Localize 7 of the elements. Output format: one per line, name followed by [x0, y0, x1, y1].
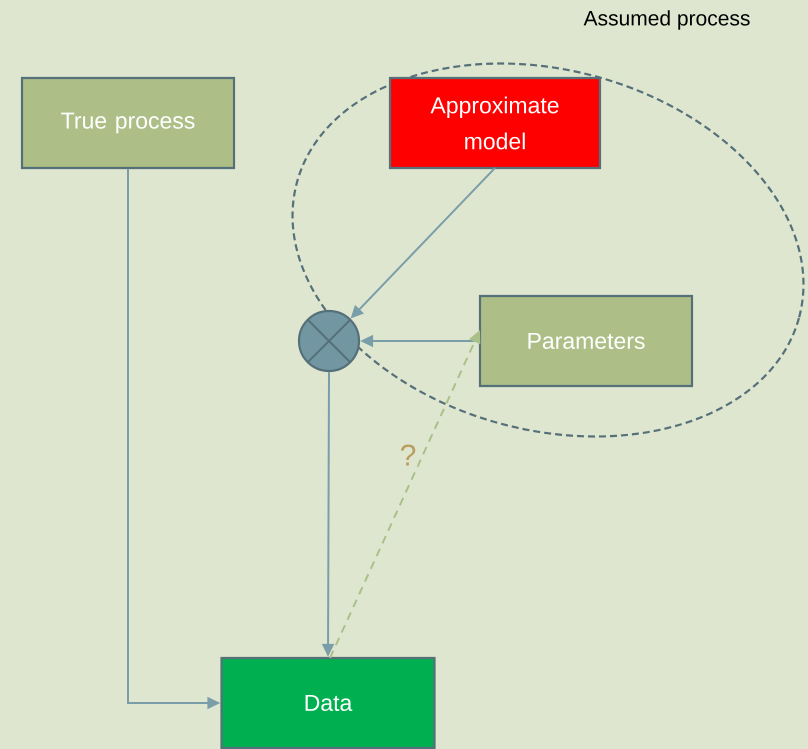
data-box: Data	[220, 656, 436, 749]
process-box: Parameters	[478, 294, 694, 388]
operator-circle	[298, 310, 360, 372]
edge-label: ?	[400, 444, 416, 466]
process-box: True process	[20, 76, 236, 170]
model-box: Approximate model	[388, 76, 602, 170]
ellipse-heading: Assumed process	[584, 10, 750, 30]
